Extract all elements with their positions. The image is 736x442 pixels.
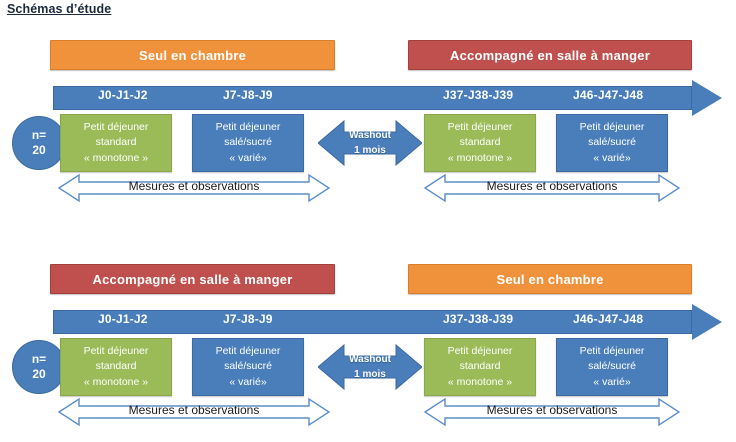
meal-line-3: « varié»: [229, 375, 267, 388]
meal-line-2: standard: [95, 360, 137, 373]
washout-label: Washout 1 mois: [318, 128, 422, 158]
measures-arrow-left: Mesures et observations: [58, 173, 330, 203]
meal-line-2: salé/sucré: [588, 136, 636, 149]
meal-line-1: Petit déjeuner: [215, 345, 281, 358]
measures-label: Mesures et observations: [128, 179, 260, 193]
measures-arrow-right: Mesures et observations: [424, 173, 680, 203]
meal-line-1: Petit déjeuner: [447, 121, 513, 134]
washout-line-2: 1 mois: [354, 369, 386, 380]
meal-line-2: salé/sucré: [588, 360, 636, 373]
sample-size-prefix: n=: [31, 128, 47, 142]
meal-line-1: Petit déjeuner: [447, 345, 513, 358]
meal-line-1: Petit déjeuner: [83, 121, 149, 134]
meal-line-3: « varié»: [593, 375, 631, 388]
measures-arrow-right: Mesures et observations: [424, 397, 680, 427]
meal-line-1: Petit déjeuner: [579, 121, 645, 134]
meal-line-3: « monotone »: [83, 151, 149, 164]
timeline-label-j0: J0-J1-J2: [98, 88, 148, 102]
study-design-panel-1: Seul en chambre Accompagné en salle à ma…: [0, 28, 736, 218]
timeline-arrow-body: [53, 310, 692, 334]
timeline-arrow-head: [692, 304, 722, 340]
meal-box-varie-2: Petit déjeuner salé/sucré « varié»: [556, 114, 668, 172]
meal-line-2: standard: [459, 136, 501, 149]
washout-line-2: 1 mois: [354, 145, 386, 156]
timeline-label-j46: J46-J47-J48: [573, 312, 644, 326]
meal-box-standard-1: Petit déjeuner standard « monotone »: [60, 114, 172, 172]
washout-label: Washout 1 mois: [318, 352, 422, 382]
sample-size-prefix: n=: [31, 352, 47, 366]
meal-box-standard-1: Petit déjeuner standard « monotone »: [60, 338, 172, 396]
timeline-label-j37: J37-J38-J39: [443, 312, 514, 326]
meal-line-2: standard: [459, 360, 501, 373]
measures-arrow-shape: [424, 173, 680, 203]
timeline-label-j46: J46-J47-J48: [573, 88, 644, 102]
washout-arrow-shape: [318, 343, 422, 391]
sample-size-value: 20: [32, 367, 46, 381]
measures-arrow-left: Mesures et observations: [58, 397, 330, 427]
meal-line-3: « varié»: [229, 151, 267, 164]
meal-box-varie-2: Petit déjeuner salé/sucré « varié»: [556, 338, 668, 396]
timeline-label-j37: J37-J38-J39: [443, 88, 514, 102]
meal-box-standard-2: Petit déjeuner standard « monotone »: [424, 338, 536, 396]
meal-line-2: salé/sucré: [224, 136, 272, 149]
washout-line-1: Washout: [349, 354, 391, 365]
condition-bar-seul-en-chambre: Seul en chambre: [50, 40, 335, 70]
measures-label: Mesures et observations: [486, 403, 618, 417]
timeline-arrow-head: [692, 80, 722, 116]
meal-line-1: Petit déjeuner: [579, 345, 645, 358]
condition-bar-seul-en-chambre: Seul en chambre: [408, 264, 692, 294]
meal-box-varie-1: Petit déjeuner salé/sucré « varié»: [192, 114, 304, 172]
sample-size-value: 20: [32, 143, 46, 157]
measures-arrow-shape: [58, 173, 330, 203]
meal-line-2: salé/sucré: [224, 360, 272, 373]
timeline-arrow-body: [53, 86, 692, 110]
study-design-panel-2: Accompagné en salle à manger Seul en cha…: [0, 252, 736, 442]
timeline-arrow: J0-J1-J2 J7-J8-J9 J37-J38-J39 J46-J47-J4…: [53, 80, 722, 116]
meal-line-3: « monotone »: [83, 375, 149, 388]
meal-line-3: « varié»: [593, 151, 631, 164]
timeline-label-j7: J7-J8-J9: [223, 88, 273, 102]
meal-line-2: standard: [95, 136, 137, 149]
condition-bar-accompagne-salle-a-manger: Accompagné en salle à manger: [408, 40, 692, 70]
washout-arrow: Washout 1 mois: [318, 119, 422, 167]
page-title: Schémas d’étude: [7, 2, 112, 16]
meal-line-1: Petit déjeuner: [83, 345, 149, 358]
sample-size-circle: n= 20: [12, 340, 66, 394]
sample-size-circle: n= 20: [12, 116, 66, 170]
measures-label: Mesures et observations: [128, 403, 260, 417]
timeline-label-j7: J7-J8-J9: [223, 312, 273, 326]
timeline-label-j0: J0-J1-J2: [98, 312, 148, 326]
meal-box-varie-1: Petit déjeuner salé/sucré « varié»: [192, 338, 304, 396]
washout-arrow-shape: [318, 119, 422, 167]
measures-arrow-shape: [58, 397, 330, 427]
timeline-arrow: J0-J1-J2 J7-J8-J9 J37-J38-J39 J46-J47-J4…: [53, 304, 722, 340]
washout-arrow: Washout 1 mois: [318, 343, 422, 391]
meal-line-1: Petit déjeuner: [215, 121, 281, 134]
measures-label: Mesures et observations: [486, 179, 618, 193]
meal-line-3: « monotone »: [447, 151, 513, 164]
meal-line-3: « monotone »: [447, 375, 513, 388]
meal-box-standard-2: Petit déjeuner standard « monotone »: [424, 114, 536, 172]
washout-line-1: Washout: [349, 130, 391, 141]
condition-bar-accompagne-salle-a-manger: Accompagné en salle à manger: [50, 264, 335, 294]
measures-arrow-shape: [424, 397, 680, 427]
